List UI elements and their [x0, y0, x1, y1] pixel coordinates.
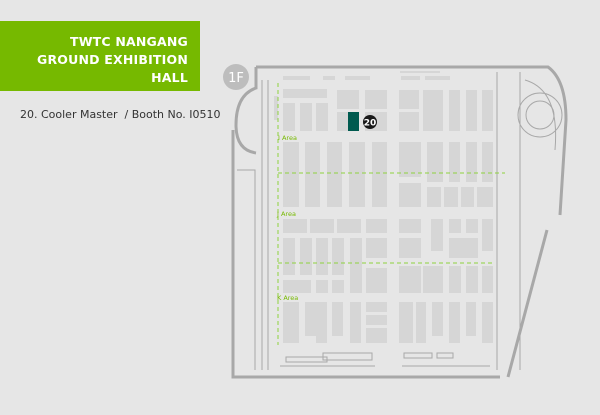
booth-block[interactable] [477, 187, 493, 207]
booth-block[interactable] [283, 219, 307, 233]
booth-block[interactable] [432, 302, 443, 336]
booth-block[interactable] [466, 142, 477, 182]
hall-title-banner: TWTC NANGANG GROUND EXHIBITION HALL [0, 21, 200, 91]
booth-block[interactable] [332, 302, 343, 336]
booth-block[interactable] [366, 315, 387, 325]
booth-block[interactable] [337, 112, 348, 131]
booth-block[interactable] [350, 302, 361, 343]
area-label-j: J Area [276, 210, 296, 218]
booth-block[interactable] [482, 219, 493, 251]
booth-block[interactable] [283, 280, 311, 293]
booth-block[interactable] [461, 187, 474, 207]
booth-block[interactable] [416, 302, 426, 343]
booth-block[interactable] [372, 142, 387, 207]
booth-block[interactable] [423, 266, 443, 293]
booth-block[interactable] [350, 238, 362, 293]
booth-block[interactable] [332, 280, 344, 293]
booth-block[interactable] [399, 219, 421, 233]
booth-block[interactable] [349, 142, 365, 207]
booth-block[interactable] [366, 219, 387, 233]
hall-title-line1: TWTC NANGANG [69, 34, 188, 49]
booth-block[interactable] [399, 112, 419, 131]
booth-block[interactable] [399, 302, 413, 343]
booth-number: 20 [364, 119, 377, 129]
booth-block[interactable] [323, 76, 335, 80]
booth-block[interactable] [427, 187, 441, 207]
booth-block[interactable] [366, 328, 387, 343]
booth-block[interactable] [482, 142, 493, 182]
booth-block[interactable] [283, 238, 295, 275]
booth-block[interactable] [401, 76, 420, 80]
booth-block[interactable] [431, 219, 443, 251]
area-dividers [277, 83, 505, 345]
booth-block[interactable] [449, 219, 461, 233]
booth-block[interactable] [449, 266, 461, 293]
booth-block[interactable] [482, 90, 493, 131]
booth-block[interactable] [482, 266, 493, 293]
booth-block[interactable] [449, 302, 460, 343]
booth-block[interactable] [449, 90, 460, 131]
booth-block[interactable] [466, 219, 478, 233]
exhibitor-caption: 20. Cooler Master / Booth No. I0510 [20, 108, 221, 121]
floor-badge: 1F [223, 64, 249, 90]
booth-block[interactable] [316, 302, 327, 343]
booth-block[interactable] [466, 302, 476, 336]
highlighted-booth[interactable] [348, 112, 359, 131]
booth-block[interactable] [327, 142, 342, 207]
booth-block[interactable] [399, 90, 419, 109]
area-label-k: K Area [277, 294, 298, 302]
booth-block[interactable] [482, 302, 493, 343]
booth-block[interactable] [444, 187, 458, 207]
booth-block[interactable] [466, 90, 477, 131]
booth-number-badge[interactable]: 20 [363, 115, 377, 129]
booth-block[interactable] [316, 103, 328, 131]
booth-block[interactable] [337, 219, 361, 233]
booth-block[interactable] [310, 219, 334, 233]
hall-walls [231, 65, 568, 379]
booth-block[interactable] [316, 280, 328, 293]
booth-block[interactable] [283, 76, 310, 80]
area-label-i: I Area [278, 134, 297, 142]
booth-block[interactable] [332, 238, 344, 275]
booth-block[interactable] [423, 90, 443, 131]
booth-block[interactable] [366, 268, 387, 293]
booth-block[interactable] [425, 76, 450, 80]
booth-block[interactable] [399, 183, 421, 207]
booth-block[interactable] [283, 89, 327, 98]
booth-block[interactable] [300, 238, 312, 275]
booth-block[interactable] [316, 238, 328, 275]
booth-block[interactable] [283, 103, 295, 131]
booth-block[interactable] [366, 302, 387, 312]
booth-block[interactable] [400, 71, 440, 73]
booth-block[interactable] [449, 142, 460, 182]
booth-block[interactable] [300, 103, 312, 131]
booth-block[interactable] [399, 238, 421, 258]
floor-label: 1F [228, 71, 244, 86]
booth-block[interactable] [283, 142, 299, 207]
booth-block[interactable] [366, 238, 387, 258]
booth-block[interactable] [305, 142, 320, 207]
hall-title-line2: GROUND EXHIBITION HALL [37, 52, 188, 85]
booth-block[interactable] [399, 142, 421, 177]
booth-block[interactable] [449, 238, 478, 258]
booth-block[interactable] [365, 90, 387, 109]
booth-block[interactable] [345, 76, 370, 80]
booth-block[interactable] [274, 96, 278, 120]
booth-block[interactable] [399, 266, 421, 293]
booth-block[interactable] [466, 266, 478, 293]
booth-block[interactable] [337, 90, 359, 109]
booth-blocks [274, 71, 493, 343]
booth-block[interactable] [283, 302, 299, 343]
booth-block[interactable] [427, 142, 443, 182]
